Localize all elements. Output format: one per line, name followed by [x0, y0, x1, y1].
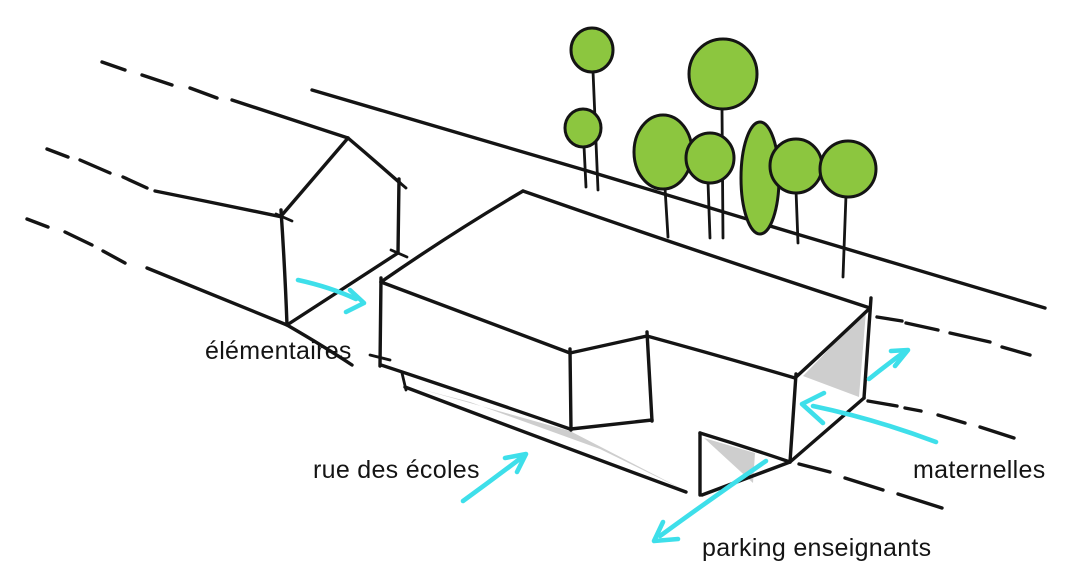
tree-canopy [563, 107, 603, 149]
house-front-corner [279, 208, 289, 327]
tree-canopy [768, 137, 824, 195]
house-eave-line [153, 189, 284, 219]
corner-front-right [788, 372, 798, 464]
building-fill [381, 191, 870, 495]
street-curb [403, 385, 688, 494]
house-right-corner [396, 177, 401, 255]
maternelles-street-arrow [866, 347, 911, 382]
tree-canopy [569, 26, 615, 74]
maternelles-entrance-arrow [799, 390, 939, 445]
house-fill [282, 138, 400, 325]
dashed-line-lower-right [797, 462, 944, 510]
roof-edge-front-left [379, 280, 572, 355]
house-ridge [230, 98, 350, 140]
tree-canopy [687, 37, 759, 111]
street-dashes-left [25, 60, 219, 265]
right-face-shadow [803, 311, 866, 397]
rue-des-ecoles-arrow [460, 451, 529, 504]
passage-ramp-edge [700, 460, 792, 497]
parking-enseignants-arrow [651, 458, 769, 544]
elementaires-entrance-arrow [295, 277, 367, 315]
roof-notch-edge [568, 334, 649, 355]
corner-notch-left [568, 347, 573, 432]
right-face-bottom-edge [788, 396, 866, 464]
label-parking-enseignants: parking enseignants [702, 534, 932, 562]
house-gable-left [280, 136, 350, 217]
corner-back-right [862, 296, 873, 400]
facade-base-left [379, 363, 572, 431]
facade-base-middle [569, 418, 654, 431]
house-tick-marks [274, 174, 409, 259]
label-rue-des-ecoles: rue des écoles [313, 456, 480, 484]
dashed-line-top [100, 60, 219, 100]
corner-left [378, 276, 383, 368]
label-elementaires: élémentaires [205, 337, 352, 365]
right-face-top-edge [793, 306, 872, 380]
dashed-line-middle [45, 147, 149, 190]
roof-edge-back [521, 189, 872, 310]
roof-edge-left [379, 189, 525, 284]
tree-canopy [818, 139, 878, 199]
label-maternelles: maternelles [913, 456, 1046, 484]
dashed-line-bottom [25, 217, 127, 265]
house-gable-bottom [285, 251, 400, 327]
roof-edge-front-right [645, 334, 797, 380]
main-school-building [368, 189, 873, 497]
dashed-line-upper-right [875, 315, 1032, 357]
street-dashes-right [797, 315, 1032, 510]
tree-canopy [632, 113, 694, 191]
facade-base-right [698, 431, 792, 464]
tree-canopy [684, 131, 736, 185]
circulation-arrows [295, 277, 939, 544]
corner-notch-right [645, 330, 654, 423]
house-base-line [145, 266, 354, 367]
passage-shadow [704, 438, 755, 483]
elementary-school-building [145, 98, 409, 367]
dashed-line-middle-right [866, 399, 1016, 440]
tree-row [563, 26, 878, 279]
